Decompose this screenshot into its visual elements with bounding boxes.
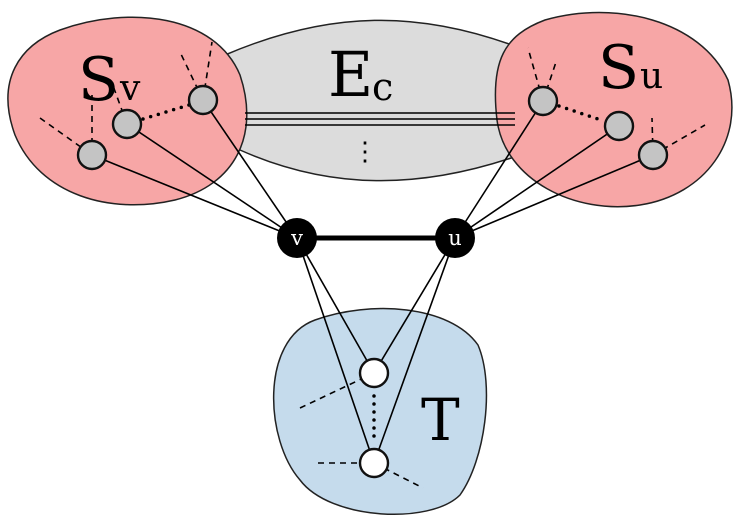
su-vertex-1 [527, 85, 559, 117]
sv-vertex-2 [111, 108, 143, 140]
sv-stub-4 [179, 51, 204, 101]
ec-label-main: E [328, 38, 373, 111]
su-vertex-2 [603, 110, 635, 142]
edge-u-su1 [454, 100, 544, 239]
edge-u-su2 [454, 125, 620, 239]
sv-label-sub: v [119, 68, 141, 109]
sv-vertex-3 [187, 84, 219, 116]
edge-v-t1 [296, 237, 375, 374]
su-stub-2 [542, 61, 557, 102]
vertex-v-label: v [290, 226, 303, 250]
t-vertex-1 [358, 357, 390, 389]
edge-u-t1 [373, 237, 456, 374]
su-dotted-link [557, 104, 606, 123]
su-label-sub: u [640, 56, 663, 97]
set-su-region [494, 11, 733, 208]
vertex-u-label: u [448, 226, 462, 250]
set-t-region [272, 307, 488, 516]
sv-stub-5 [202, 41, 213, 101]
t-label-main: T [421, 386, 460, 454]
su-stub-1 [527, 47, 544, 102]
sv-stub-3 [111, 82, 128, 125]
edge-u-su3 [454, 154, 654, 239]
sv-label-main: S [78, 45, 119, 115]
ec-label-sub: c [372, 65, 393, 109]
vertex-u [435, 218, 475, 258]
ec-vdots: ⋮ [352, 137, 378, 167]
t-stub-3 [373, 462, 424, 489]
edge-v-sv1 [91, 154, 298, 239]
edge-v-t2 [296, 237, 375, 464]
edge-v-sv2 [126, 123, 298, 239]
vertex-v [277, 218, 317, 258]
su-vertex-3 [637, 139, 669, 171]
su-label-main: S [598, 33, 639, 103]
t-vertex-2 [358, 447, 390, 479]
edge-v-sv3 [202, 99, 298, 239]
sv-dotted-link [141, 103, 191, 121]
edge-u-t2 [373, 237, 456, 464]
sv-vertex-1 [76, 139, 108, 171]
